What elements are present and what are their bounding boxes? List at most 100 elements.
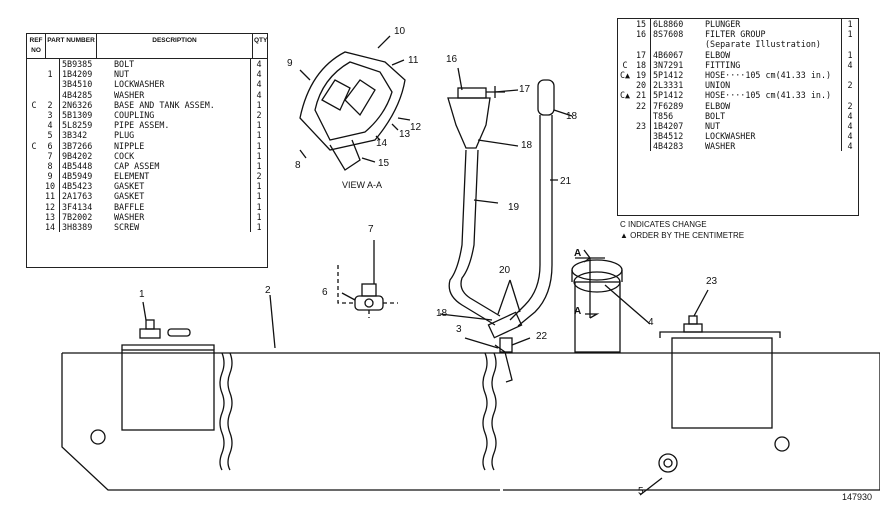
right-bracket	[671, 337, 773, 429]
description: BAFFLE	[114, 201, 145, 212]
ref-no: 4	[47, 120, 53, 131]
parts-table-header: REF NO PART NUMBER DESCRIPTION QTY	[27, 34, 267, 59]
ref-no: 8	[47, 160, 53, 171]
description: PIPE ASSEM.	[114, 120, 170, 131]
filter-housing	[447, 97, 491, 149]
hose-21	[509, 115, 541, 321]
ref-no	[41, 79, 59, 89]
description: LOCKWASHER	[114, 79, 165, 90]
ref-no: 23	[635, 120, 647, 131]
parts-table-left: REF NO PART NUMBER DESCRIPTION QTY 5B938…	[26, 33, 268, 268]
description: FITTING	[705, 59, 741, 70]
description: PLUG	[114, 130, 135, 141]
quantity: 2	[250, 171, 267, 182]
callout-number: 4	[648, 317, 654, 328]
description: CAP ASSEM	[114, 160, 160, 171]
change-mark	[27, 161, 41, 171]
ref-no: 6	[47, 140, 53, 151]
description: PLUNGER	[705, 19, 741, 29]
ref-no: 3	[47, 109, 53, 120]
callout-number: 20	[499, 265, 511, 276]
quantity: 2	[841, 100, 858, 111]
part-number: 4B4283	[650, 141, 703, 152]
quantity: 4	[841, 131, 858, 142]
ref-no: 20	[635, 80, 647, 91]
ref-no: 14	[44, 222, 56, 232]
part-number: 4B6067	[650, 49, 703, 60]
callout-number: 14	[376, 138, 388, 149]
quantity: 2	[841, 80, 858, 91]
callout-number: 11	[408, 55, 419, 66]
callout-number: 15	[378, 158, 390, 169]
quantity: 1	[841, 49, 858, 60]
ref-no: 11	[44, 191, 56, 202]
callout-number: 21	[560, 176, 572, 187]
callout-number: 18	[436, 308, 448, 319]
part-number: 5B1309	[59, 109, 112, 121]
description: ELBOW	[705, 49, 731, 60]
ref-no: 5	[47, 130, 53, 141]
quantity: 1	[250, 160, 267, 172]
quantity: 4	[841, 59, 858, 70]
ref-no	[632, 39, 650, 49]
change-mark	[27, 212, 41, 222]
part-number: 4B5448	[59, 160, 112, 172]
figure-number: 147930	[842, 492, 873, 502]
part-number: 7F6289	[650, 100, 703, 111]
part-number: 1B4207	[650, 120, 703, 132]
change-mark: C▲	[620, 69, 631, 80]
part-number: 2N6326	[59, 99, 112, 110]
callout-number: 9	[287, 58, 293, 69]
part-number: 3B7266	[59, 140, 112, 151]
part-number: 5L8259	[59, 120, 112, 131]
quantity: 4	[250, 79, 267, 90]
filler-pipe	[574, 281, 621, 353]
callout-number: 18	[521, 140, 533, 151]
description: ELEMENT	[114, 171, 150, 182]
part-number: 3H8389	[59, 222, 112, 233]
ref-no	[632, 141, 650, 151]
description: COUPLING	[114, 109, 155, 120]
change-mark	[27, 130, 41, 140]
description: BOLT	[705, 110, 726, 121]
callout-number: 1	[139, 289, 145, 300]
change-mark	[27, 90, 41, 100]
callout-number: 5	[638, 486, 644, 497]
part-number: 7B2002	[59, 211, 112, 222]
change-mark	[618, 80, 632, 90]
ref-no: 12	[44, 201, 56, 212]
ref-no: 9	[47, 171, 53, 182]
ref-no: 17	[635, 49, 647, 60]
drain-plug	[658, 453, 678, 473]
part-number: T856	[650, 110, 703, 121]
ref-no: 13	[44, 211, 56, 222]
quantity: 1	[250, 99, 267, 110]
description: BASE AND TANK ASSEM.	[114, 99, 215, 110]
quantity: 1	[250, 211, 267, 222]
ref-no: 18	[635, 59, 647, 70]
callout-number: 8	[295, 160, 301, 171]
part-number: 4B4285	[59, 89, 112, 100]
part-number	[650, 39, 703, 50]
description: GASKET	[114, 181, 145, 192]
callout-number: 13	[399, 129, 411, 140]
part-number: 5P1412	[650, 90, 703, 101]
quantity	[841, 69, 858, 81]
quantity: 4	[841, 110, 858, 121]
quantity: 4	[841, 141, 858, 152]
